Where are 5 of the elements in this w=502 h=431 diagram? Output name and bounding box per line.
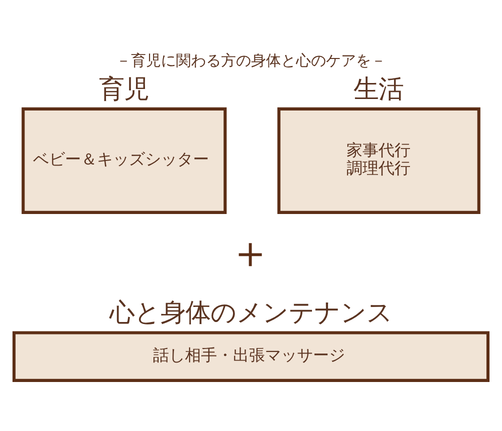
node-label: 育児 (98, 73, 149, 104)
label: ＋ (228, 226, 274, 278)
node-label: 生活 (354, 73, 404, 104)
diagram-title: －育児に関わる方の身体と心のケアを－ (116, 51, 386, 70)
node-label: 心と身体のメンテナンス (109, 297, 392, 328)
